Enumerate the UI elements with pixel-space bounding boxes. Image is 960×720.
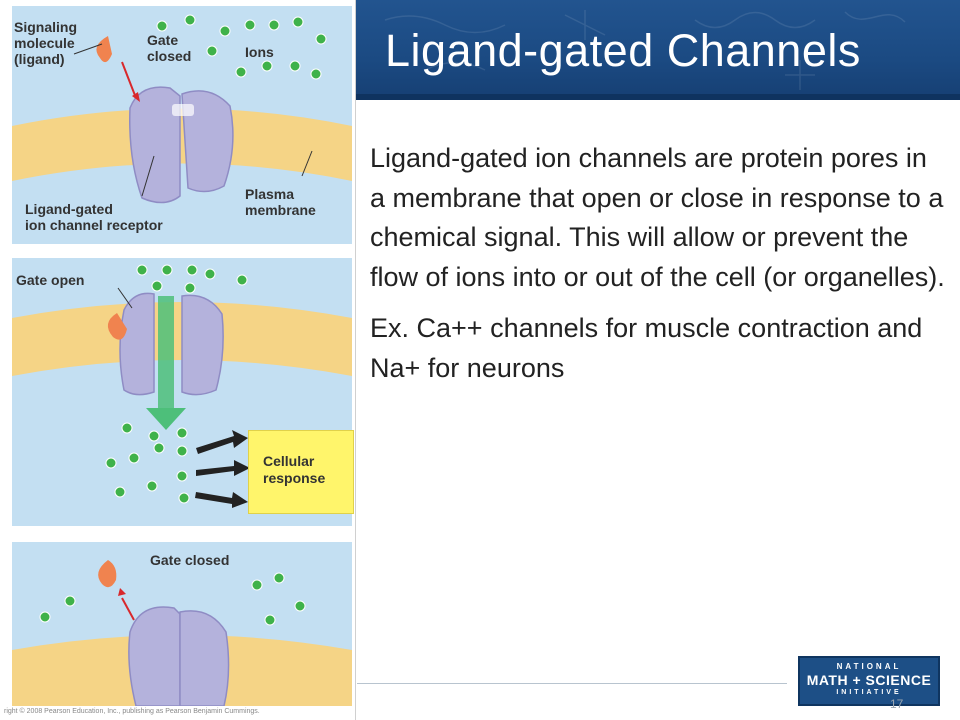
footer-divider — [357, 683, 787, 684]
flow-arrow-shaft — [158, 296, 174, 411]
panel-gate-closed-after: Gate closed — [12, 542, 352, 706]
membrane-shape — [12, 108, 352, 181]
closed-gate-notch — [172, 104, 194, 116]
banner-texture — [384, 10, 906, 90]
panel1-illustration — [12, 14, 352, 204]
slide-title: Ligand-gated Channels — [385, 25, 861, 76]
banner-accent-line — [355, 94, 960, 100]
banner-background-pattern — [355, 0, 960, 100]
ions — [156, 14, 327, 80]
channel-figure: Signaling molecule (ligand) Gate closed … — [0, 0, 356, 720]
nmsi-logo: NATIONAL MATH + SCIENCE INITIATIVE — [798, 656, 940, 706]
ions-after — [39, 572, 306, 626]
logo-line-math-science: MATH + SCIENCE — [806, 672, 932, 688]
channel-protein-open — [119, 292, 224, 396]
panel2-illustration — [12, 264, 352, 508]
logo-line-initiative: INITIATIVE — [836, 689, 902, 696]
body-paragraph-definition: Ligand-gated ion channels are protein po… — [370, 143, 945, 292]
panel-gate-open: Gate open Cellular response — [12, 258, 354, 526]
label-gate-closed: Gate closed — [147, 32, 192, 64]
body-paragraph-example: Ex. Ca++ channels for muscle contraction… — [370, 313, 923, 383]
response-arrows — [195, 430, 250, 508]
label-cellular-response: Cellular response — [263, 453, 326, 486]
ligand-bound — [107, 313, 127, 340]
panel-gate-closed-before: Signaling molecule (ligand) Gate closed … — [12, 6, 352, 244]
flow-arrow-head — [146, 408, 186, 430]
channel-protein — [129, 86, 234, 204]
figure-copyright: right © 2008 Pearson Education, Inc., pu… — [4, 708, 260, 715]
label-receptor: Ligand-gated ion channel receptor — [25, 201, 163, 233]
ions-open — [105, 264, 248, 504]
label-plasma-membrane: Plasma membrane — [245, 186, 316, 218]
label-gate-open: Gate open — [16, 272, 85, 288]
label-gate-closed-after: Gate closed — [150, 552, 230, 568]
label-signaling-molecule: Signaling molecule (ligand) — [14, 19, 77, 67]
ligand-shape — [96, 36, 112, 63]
logo-line-national: NATIONAL — [836, 662, 902, 671]
panel3-illustration — [12, 560, 352, 706]
slide-number: 17 — [890, 697, 904, 711]
cellular-response-box: Cellular response — [248, 430, 354, 514]
ligand-released — [98, 560, 117, 588]
channel-protein-closed — [128, 606, 230, 706]
label-ions: Ions — [245, 44, 274, 60]
title-banner — [355, 0, 960, 100]
slide-body: Ligand-gated ion channels are protein po… — [370, 139, 945, 400]
